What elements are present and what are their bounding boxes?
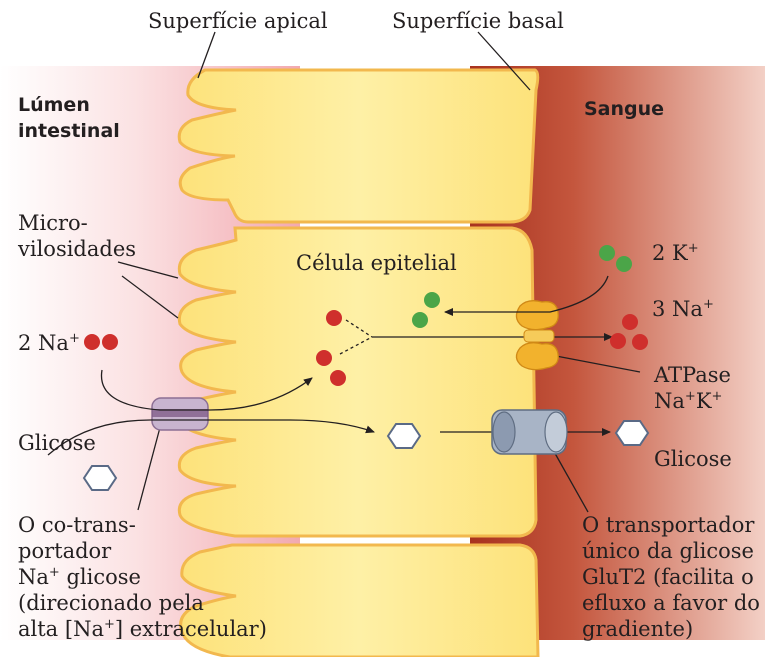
- label-microvilli-1: Micro-: [18, 210, 88, 237]
- label-cotransporter-1: O co-trans-: [18, 512, 136, 539]
- epithelial-cell-upper: [179, 70, 538, 222]
- potassium-ion: [616, 256, 632, 272]
- sodium-ion: [316, 350, 332, 366]
- sodium-ion: [330, 370, 346, 386]
- sodium-ion: [326, 310, 342, 326]
- label-glucose-left: Glicose: [18, 430, 96, 457]
- label-epithelial-cell: Célula epitelial: [296, 250, 457, 277]
- glucose-molecule: [388, 424, 420, 448]
- label-basal-surface: Superfície basal: [392, 8, 564, 35]
- glut2-transporter: [492, 410, 567, 454]
- glucose-molecule: [84, 466, 116, 490]
- label-potassium: 2 K+: [652, 240, 699, 267]
- label-glut2-2: único da glicose: [582, 538, 754, 565]
- label-glut2-5: gradiente): [582, 616, 693, 643]
- sodium-ion: [84, 334, 100, 350]
- na-glucose-cotransporter: [152, 398, 208, 430]
- sodium-ion: [622, 314, 638, 330]
- label-atpase-1: ATPase: [654, 362, 731, 389]
- label-glut2-3: GluT2 (facilita o: [582, 564, 754, 591]
- label-cotransporter-2: portador: [18, 538, 111, 565]
- label-glut2-1: O transportador: [582, 512, 754, 539]
- sodium-ion: [610, 333, 626, 349]
- label-sodium-right: 3 Na+: [652, 296, 714, 323]
- label-sodium-left: 2 Na+: [18, 330, 80, 357]
- label-glucose-right: Glicose: [654, 446, 732, 473]
- label-cotransporter-3: Na+ glicose: [18, 564, 141, 591]
- label-cotransporter-4: (direcionado pela: [18, 590, 204, 617]
- glucose-molecule: [616, 421, 648, 445]
- sodium-ion: [632, 334, 648, 350]
- potassium-ion: [412, 312, 428, 328]
- label-lumen-intestinal: intestinal: [18, 118, 120, 145]
- label-glut2-4: efluxo a favor do: [582, 590, 760, 617]
- label-lumen: Lúmen: [18, 92, 90, 119]
- label-atpase-2: Na+K+: [654, 388, 722, 415]
- label-blood: Sangue: [584, 96, 664, 123]
- potassium-ion: [424, 292, 440, 308]
- label-apical-surface: Superfície apical: [148, 8, 328, 35]
- label-cotransporter-5: alta [Na+] extracelular): [18, 616, 267, 643]
- potassium-ion: [599, 245, 615, 261]
- label-microvilli-2: vilosidades: [18, 236, 136, 263]
- sodium-ion: [102, 334, 118, 350]
